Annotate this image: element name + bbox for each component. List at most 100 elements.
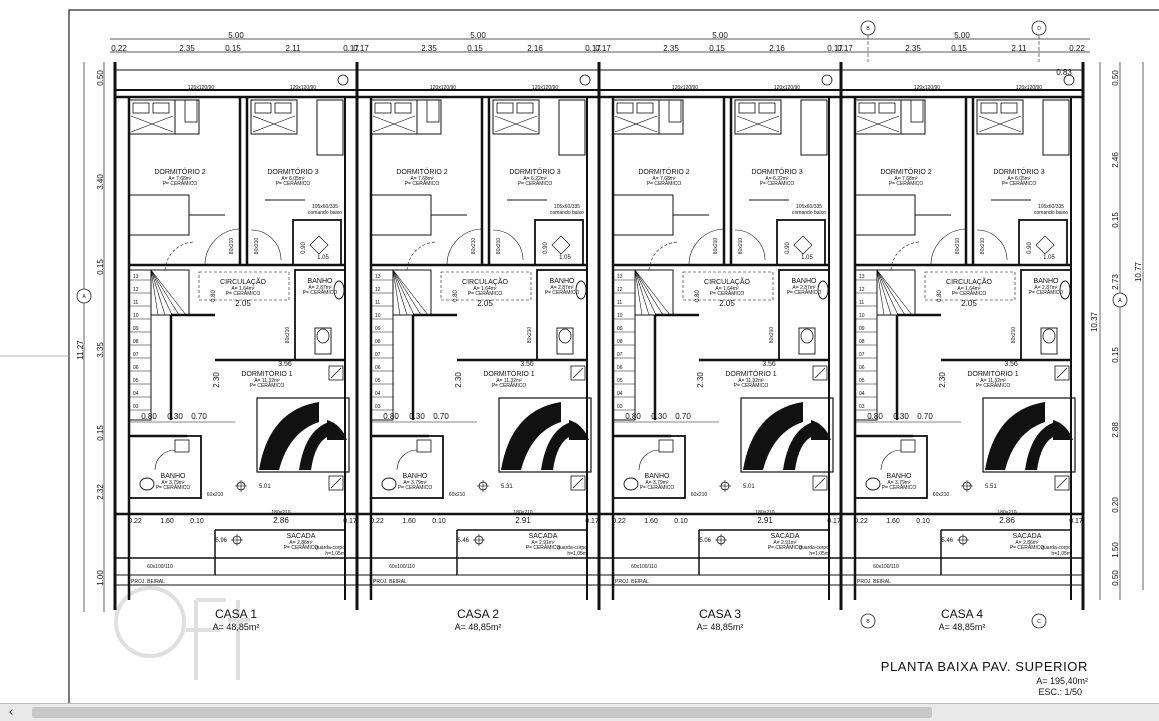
dim-label: 3.56 <box>520 361 534 368</box>
room-label-circulacao: CIRCULAÇÃO <box>704 277 750 286</box>
dim-top-detail: 0.17 <box>595 44 611 53</box>
window-note: comando baixo <box>1034 210 1068 216</box>
room-area: A= 2,86m² <box>289 540 313 546</box>
stair-step-number: 04 <box>859 391 865 397</box>
stair-step-number: 11 <box>133 300 138 306</box>
window-tag: 120x120/90 <box>188 85 214 91</box>
dim-label: 2.05 <box>719 299 735 308</box>
room-floor: P= CERÂMICO <box>734 382 769 389</box>
horizontal-scrollbar[interactable]: ‹ <box>0 703 1159 721</box>
room-area: A= 2,91m² <box>773 540 797 546</box>
room-area: A= 3,79m² <box>161 480 185 486</box>
door-tag: 180x210 <box>513 510 532 516</box>
scrollbar-thumb[interactable] <box>32 707 932 718</box>
dim-label: 0.80 <box>383 412 399 421</box>
level-mark: 5.31 <box>501 484 513 490</box>
dim-label: 0.70 <box>433 412 449 421</box>
room-floor: P= CERÂMICO <box>1002 180 1037 187</box>
room-area: A= 1,64m² <box>473 286 497 292</box>
room-label-sacada: SACADA <box>287 533 316 540</box>
room-floor: P= CERÂMICO <box>468 290 503 297</box>
room-floor: P= CERÂMICO <box>405 180 440 187</box>
room-label-dormitorio-3: DORMITÓRIO 3 <box>993 167 1044 176</box>
room-area: A= 6,22m² <box>523 176 547 182</box>
door-tag: 180x210 <box>271 510 290 516</box>
dim-label: 2.30 <box>696 372 705 388</box>
dim-label: 3.56 <box>278 361 292 368</box>
room-area: A= 2,87m² <box>550 285 574 291</box>
stair-step-number: 05 <box>859 378 865 384</box>
stair-step-number: 08 <box>859 339 865 345</box>
window-tag: 120x120/90 <box>774 85 800 91</box>
house-area: A= 48,85m² <box>213 622 260 632</box>
room-label-banho: BANHO <box>550 278 575 285</box>
drawing-title: PLANTA BAIXA PAV. SUPERIOR <box>881 659 1088 674</box>
room-floor: P= CERÂMICO <box>163 180 198 187</box>
grid-marker-bottom-c: C <box>1031 613 1047 629</box>
level-mark: 5.06 <box>699 538 711 544</box>
room-floor: P= CERÂMICO <box>303 289 338 296</box>
stair-step-number: 12 <box>617 287 623 293</box>
dim-label: 0.17 <box>1069 518 1083 525</box>
stair-step-number: 10 <box>859 313 865 319</box>
dim-right: 0.50 <box>1111 70 1120 86</box>
dim-label: 3.56 <box>762 361 776 368</box>
stair-step-number: 08 <box>375 339 381 345</box>
chevron-left-icon[interactable]: ‹ <box>8 705 14 720</box>
dim-label: 1.05 <box>801 255 813 261</box>
dim-label: 0.80 <box>625 412 641 421</box>
total-area: A= 195,40m² <box>1036 676 1088 686</box>
eave-label: PROJ. BEIRAL <box>131 579 165 585</box>
room-area: A= 1,64m² <box>715 286 739 292</box>
stair-step-number: 12 <box>133 287 139 293</box>
window-tag: 120x120/90 <box>672 85 698 91</box>
stair-step-number: 10 <box>133 313 139 319</box>
room-floor: P= CERÂMICO <box>156 484 191 491</box>
dim-label: 2.86 <box>999 516 1015 525</box>
stair-step-number: 03 <box>375 404 381 410</box>
stair-step-number: 11 <box>375 300 380 306</box>
level-mark: 5.46 <box>941 538 953 544</box>
door-tag: 60x210 <box>691 492 708 498</box>
dim-top-detail: 2.35 <box>905 44 921 53</box>
dim-label: 0.30 <box>651 412 667 421</box>
stair-step-number: 06 <box>617 365 623 371</box>
room-floor: P= CERÂMICO <box>398 484 433 491</box>
dim-right: 0.15 <box>1111 212 1120 228</box>
room-label-circulacao: CIRCULAÇÃO <box>946 277 992 286</box>
room-floor: P= CERÂMICO <box>760 180 795 187</box>
room-label-dormitorio-1: DORMITÓRIO 1 <box>967 369 1018 378</box>
stair-step-number: 05 <box>375 378 381 384</box>
room-label-dormitorio-1: DORMITÓRIO 1 <box>241 369 292 378</box>
level-mark: 5.01 <box>259 484 271 490</box>
door-tag: 80x210 <box>471 238 477 255</box>
dim-top-detail: 2.11 <box>1012 44 1028 53</box>
stair-step-number: 13 <box>375 274 381 280</box>
double-bed <box>498 397 592 473</box>
dim-label: 0.70 <box>191 412 207 421</box>
dim-top-detail: 2.11 <box>286 44 302 53</box>
door-tag: 80x210 <box>738 238 744 255</box>
stair-step-number: 13 <box>133 274 139 280</box>
grid-marker-left-a: A <box>76 288 92 304</box>
dim-top-detail: 0.15 <box>709 44 725 53</box>
dim-left: 1.00 <box>96 570 105 586</box>
dim-label: 0.80 <box>937 290 943 302</box>
room-area: A= 11,32m² <box>496 378 522 384</box>
room-label-circulacao: CIRCULAÇÃO <box>220 277 266 286</box>
house-name: CASA 3 <box>699 607 741 621</box>
dim-label: 3.56 <box>1004 361 1018 368</box>
dim-right-total: 10.37 <box>1090 311 1099 332</box>
double-bed <box>256 397 350 473</box>
room-label-sacada: SACADA <box>771 533 800 540</box>
dim-label: 0.22 <box>612 518 626 525</box>
title-block: PLANTA BAIXA PAV. SUPERIOR A= 195,40m² E… <box>881 659 1088 697</box>
dim-label: 2.91 <box>515 516 531 525</box>
stair-step-number: 09 <box>617 326 623 332</box>
stair-step-number: 11 <box>617 300 622 306</box>
room-area: A= 11,32m² <box>738 378 764 384</box>
dim-label: 0.30 <box>167 412 183 421</box>
dim-label: 0.70 <box>675 412 691 421</box>
